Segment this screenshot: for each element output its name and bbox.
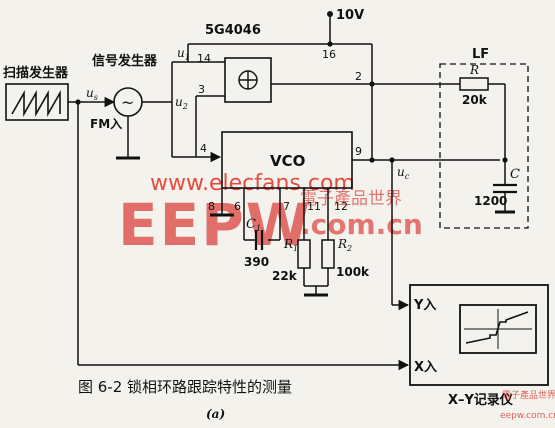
- pin-6: 6: [234, 200, 241, 213]
- pin-8: 8: [208, 200, 215, 213]
- pin-16: 16: [322, 48, 336, 61]
- loop-filter-box: [439, 63, 529, 229]
- watermark-corner-small: eepw.com.cn: [500, 411, 555, 421]
- pin-2: 2: [355, 70, 362, 83]
- lf-c-value: 1200: [474, 194, 507, 208]
- watermark-brand-domain: .com.cn: [300, 208, 423, 241]
- resistor-r2: [321, 239, 335, 269]
- lf-c-label: C: [510, 167, 520, 182]
- watermark-brand-cn: 電子產品世界: [300, 189, 402, 209]
- recorder-screen: [459, 304, 537, 354]
- lf-title: LF: [472, 47, 489, 62]
- lf-r-label: R: [469, 63, 479, 77]
- resistor-r: [459, 77, 489, 91]
- us-label: us: [86, 86, 98, 102]
- u1-label: u1: [177, 46, 190, 62]
- sawtooth-icon: [11, 89, 61, 118]
- pin-3: 3: [198, 83, 205, 96]
- c1-value: 390: [244, 255, 269, 269]
- chip-name: 5G4046: [205, 23, 261, 38]
- figure-subcaption: (a): [206, 407, 225, 421]
- recorder-name: X–Y记录仪: [448, 393, 514, 408]
- pin-9: 9: [355, 145, 362, 158]
- watermark-brand-letters: EEPW: [118, 191, 312, 259]
- pin-11: 11: [307, 200, 321, 213]
- vco-label: VCO: [270, 152, 305, 170]
- watermark-domain-text: www.elecfans.com: [150, 171, 355, 196]
- supply-label: 10V: [336, 8, 364, 23]
- uc-label: uc: [397, 165, 410, 181]
- c1-label: C1: [246, 217, 261, 233]
- u2-label: u2: [175, 95, 188, 111]
- watermark-eepw: EEPW .com.cn 電子產品世界: [118, 189, 423, 259]
- pin-4: 4: [200, 142, 207, 155]
- fm-input-label: FM入: [90, 117, 122, 131]
- y-input-label: Y入: [413, 298, 436, 313]
- r2-value: 100k: [336, 265, 370, 279]
- sweep-generator-label: 扫描发生器: [3, 65, 69, 81]
- figure-caption: 图 6-2 锁相环路跟踪特性的测量: [78, 378, 292, 396]
- x-input-label: X入: [414, 360, 437, 375]
- watermark-corner-cn: 電子產品世界: [502, 389, 555, 401]
- r2-label: R2: [337, 237, 352, 253]
- r1-value: 22k: [272, 269, 298, 283]
- sine-wave-icon: ~: [121, 93, 134, 112]
- pin-7: 7: [283, 200, 290, 213]
- signal-generator-label: 信号发生器: [92, 53, 158, 69]
- tracking-curve-icon: [465, 311, 529, 344]
- lf-r-value: 20k: [462, 93, 488, 107]
- phase-comparator-box: [224, 57, 272, 103]
- xy-recorder-box: [409, 284, 549, 386]
- r1-label: R1: [283, 237, 298, 253]
- pin-12: 12: [334, 200, 348, 213]
- sweep-generator-box: [5, 83, 69, 121]
- pin-14: 14: [197, 52, 211, 65]
